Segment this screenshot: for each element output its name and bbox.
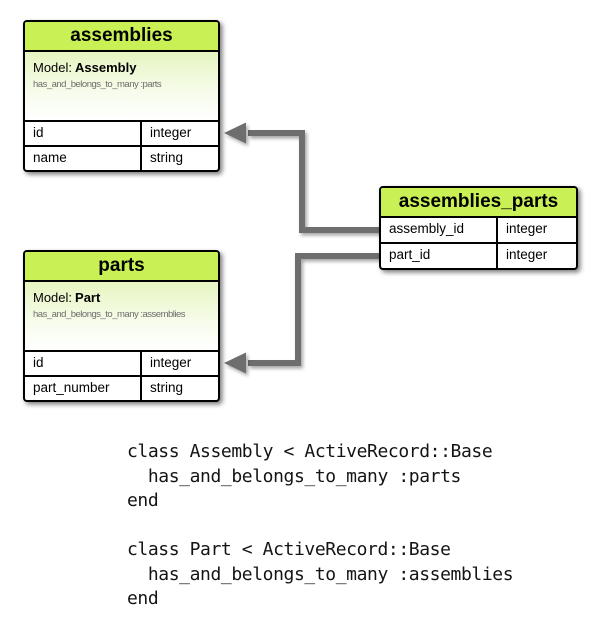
column-type: integer (150, 125, 192, 140)
column-name: assembly_id (381, 218, 498, 242)
column-name: id (25, 352, 142, 375)
table-parts-model-section: Model:Part has_and_belongs_to_many :asse… (25, 282, 218, 352)
arrowhead-to-parts-icon (224, 352, 246, 374)
table-row: part_id integer (381, 244, 576, 268)
table-row: id integer (25, 352, 218, 377)
association-line: has_and_belongs_to_many :assemblies (33, 309, 186, 320)
table-assemblies-model-section: Model:Assembly has_and_belongs_to_many :… (25, 52, 218, 122)
table-row: part_number string (25, 377, 218, 400)
table-assemblies-parts: assemblies_parts assembly_id integer par… (379, 186, 578, 270)
column-name: id (25, 122, 142, 145)
column-name: part_number (25, 377, 142, 400)
table-assemblies: assemblies Model:Assembly has_and_belong… (23, 20, 220, 172)
code-block-part-class: class Part < ActiveRecord::Base has_and_… (127, 539, 514, 609)
model-line: Model:Part (33, 290, 218, 305)
column-type: string (150, 150, 184, 165)
model-line: Model:Assembly (33, 60, 218, 75)
association-line: has_and_belongs_to_many :parts (33, 79, 162, 90)
arrowhead-to-assemblies-icon (224, 122, 246, 144)
column-type: string (150, 380, 184, 395)
table-row: assembly_id integer (381, 218, 576, 244)
connector-part-id-to-parts (248, 253, 384, 366)
model-label: Model: (33, 60, 73, 75)
column-type: integer (506, 247, 548, 262)
table-parts: parts Model:Part has_and_belongs_to_many… (23, 250, 220, 402)
model-name: Part (75, 290, 101, 305)
table-row: id integer (25, 122, 218, 147)
column-type: integer (506, 221, 548, 236)
table-row: name string (25, 147, 218, 170)
model-name: Assembly (75, 60, 137, 75)
table-assemblies-title: assemblies (25, 22, 218, 52)
table-assemblies-parts-title: assemblies_parts (381, 188, 576, 218)
column-name: name (25, 147, 142, 170)
column-name: part_id (381, 244, 498, 268)
connector-assembly-id-to-assemblies (248, 130, 384, 233)
model-label: Model: (33, 290, 73, 305)
table-parts-title: parts (25, 252, 218, 282)
column-type: integer (150, 355, 192, 370)
code-block-assembly-class: class Assembly < ActiveRecord::Base has_… (127, 441, 493, 511)
